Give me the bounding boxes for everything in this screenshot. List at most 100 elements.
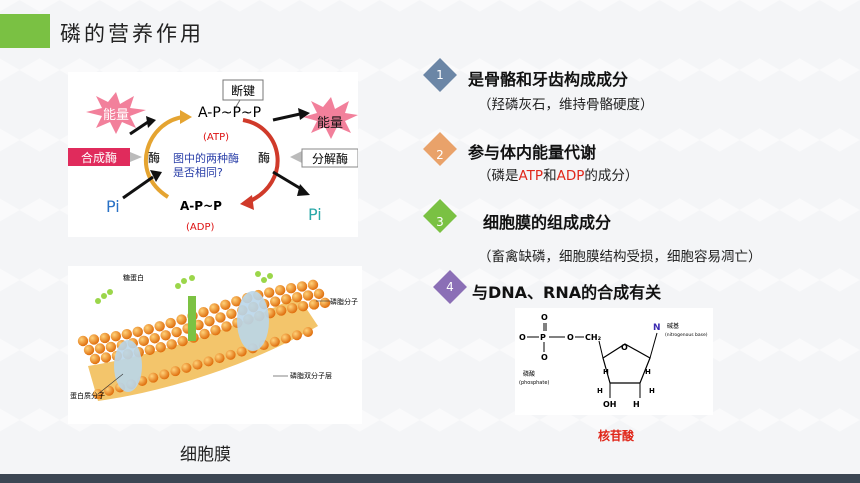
svg-text:O: O <box>621 343 628 352</box>
atp-cycle-diagram: 能量 能量 断键 A-P~P~P (ATP) 合成酶 酶 图中的两种酶 是否相同… <box>68 72 359 237</box>
item-2-number: 2 <box>436 148 444 162</box>
phospholipid-head <box>155 342 166 353</box>
phospholipid-head <box>280 294 292 305</box>
nucleotide-diagram: O O P O O CH₂ 磷酸 (phosphate) O H H H H O… <box>515 308 713 415</box>
phospholipid-head <box>204 315 215 327</box>
svg-text:O: O <box>519 333 526 342</box>
phospholipid-head <box>203 356 214 367</box>
atp-highlight: ATP <box>518 168 544 184</box>
phospholipid-head <box>176 314 187 325</box>
phospholipid-head <box>215 312 226 323</box>
phospholipid-head <box>199 328 210 340</box>
svg-text:H: H <box>645 368 651 376</box>
adp-label: (ADP) <box>186 222 214 233</box>
synthase-box <box>68 148 130 166</box>
phospholipid-head <box>308 299 320 310</box>
item-2-sub: （磷是ATP和ADP的成分） <box>478 168 639 184</box>
phospholipid-head <box>214 353 225 364</box>
protein-right <box>237 291 269 351</box>
phospholipid-head <box>231 296 242 307</box>
phospholipid-head <box>144 344 155 356</box>
nucleotide-svg: O O P O O CH₂ 磷酸 (phosphate) O H H H H O… <box>519 313 708 409</box>
phospholipid-head <box>269 336 280 347</box>
atp-formula: A-P~P~P <box>198 105 261 121</box>
phospholipid-head <box>291 330 302 341</box>
phospholipid-head <box>291 292 303 303</box>
item-3-sub: （畜禽缺磷，细胞膜结构受损，细胞容易凋亡） <box>478 249 762 265</box>
atp-label: (ATP) <box>203 132 229 143</box>
item-3-title: 细胞膜的组成成分 <box>483 213 612 232</box>
svg-text:O: O <box>567 333 574 342</box>
svg-text:O: O <box>541 353 548 362</box>
phospholipid-head <box>285 283 297 294</box>
phospholipid-head <box>166 339 177 350</box>
phospholipid-head <box>236 346 247 357</box>
protein-left <box>114 340 142 392</box>
phospholipid-head <box>225 349 236 360</box>
phospholipid-head <box>165 317 176 329</box>
slide-title: 磷的营养作用 <box>60 22 204 46</box>
title-accent-bar <box>0 14 50 48</box>
svg-text:H: H <box>633 400 640 409</box>
phospholipid-head <box>100 352 112 363</box>
phospholipid-head <box>210 324 221 336</box>
nucleotide-caption: 核苷酸 <box>598 429 635 443</box>
phospholipid-head <box>99 332 111 344</box>
phospholipid-head <box>89 353 101 365</box>
phospholipid-head <box>160 330 171 341</box>
phospholipid-head <box>132 326 143 338</box>
phospholipid-head <box>104 385 115 396</box>
phospholipid-head <box>269 296 281 307</box>
phospholipid-head <box>94 343 106 354</box>
phospholipid-head <box>171 326 182 338</box>
item-3-number: 3 <box>436 215 444 229</box>
svg-text:P: P <box>540 333 546 342</box>
phospholipid-head <box>226 308 237 319</box>
phospholipid-head <box>198 306 209 318</box>
item-2-title: 参与体内能量代谢 <box>468 143 597 162</box>
membrane-svg: 糖蛋白 磷脂分子 磷脂双分子层 蛋白质分子 <box>70 271 358 401</box>
cell-membrane-image: 糖蛋白 磷脂分子 磷脂双分子层 蛋白质分子 <box>68 266 362 424</box>
phospholipid-head <box>148 372 159 383</box>
phospholipid-head <box>307 279 319 291</box>
adp-formula: A-P~P <box>180 199 222 213</box>
phospholipid-head <box>296 281 308 292</box>
svg-text:OH: OH <box>603 400 617 409</box>
question-line1: 图中的两种酶 <box>173 151 239 165</box>
phospholipid-head <box>221 321 232 332</box>
base-symbol: N <box>653 323 661 333</box>
svg-text:H: H <box>649 387 655 395</box>
phospholipid-head <box>181 362 192 373</box>
item-1-number: 1 <box>436 68 444 82</box>
energy-right-text: 能量 <box>317 116 343 131</box>
phospholipid-head <box>170 366 181 377</box>
phospholipid-head <box>286 303 298 314</box>
svg-text:CH₂: CH₂ <box>585 333 602 342</box>
phospholipid-head <box>313 288 325 300</box>
atp-cycle-svg: 能量 能量 断键 A-P~P~P (ATP) 合成酶 酶 图中的两种酶 是否相同… <box>68 79 359 233</box>
phospholipid-head <box>192 359 203 370</box>
pi-left: Pi <box>106 197 120 216</box>
enzyme-left-text: 酶 <box>148 150 160 165</box>
break-bond-text: 断键 <box>231 83 255 98</box>
phospholipid-head <box>88 334 100 345</box>
phospholipid-head <box>280 333 291 344</box>
pi-right: Pi <box>308 205 322 224</box>
label-glycoprotein: 糖蛋白 <box>123 273 144 282</box>
svg-text:O: O <box>541 313 548 322</box>
phospholipid-head <box>303 327 313 337</box>
item-4-marker: 4 <box>433 270 467 304</box>
phospholipid-head <box>77 335 89 347</box>
svg-text:碱基: 碱基 <box>667 322 679 330</box>
energy-left-text: 能量 <box>103 108 129 123</box>
item-2-marker: 2 <box>423 132 457 166</box>
phospholipid-head <box>138 335 149 347</box>
item-3-marker: 3 <box>423 199 457 233</box>
phospholipid-head <box>149 333 160 344</box>
phospholipid-head <box>209 303 220 314</box>
phospholipid-head <box>302 290 314 301</box>
synthase-text: 合成酶 <box>81 150 117 165</box>
phospholipid-head <box>159 369 170 380</box>
label-phospholipid: 磷脂分子 <box>330 297 358 306</box>
phospholipid-head <box>110 330 122 342</box>
